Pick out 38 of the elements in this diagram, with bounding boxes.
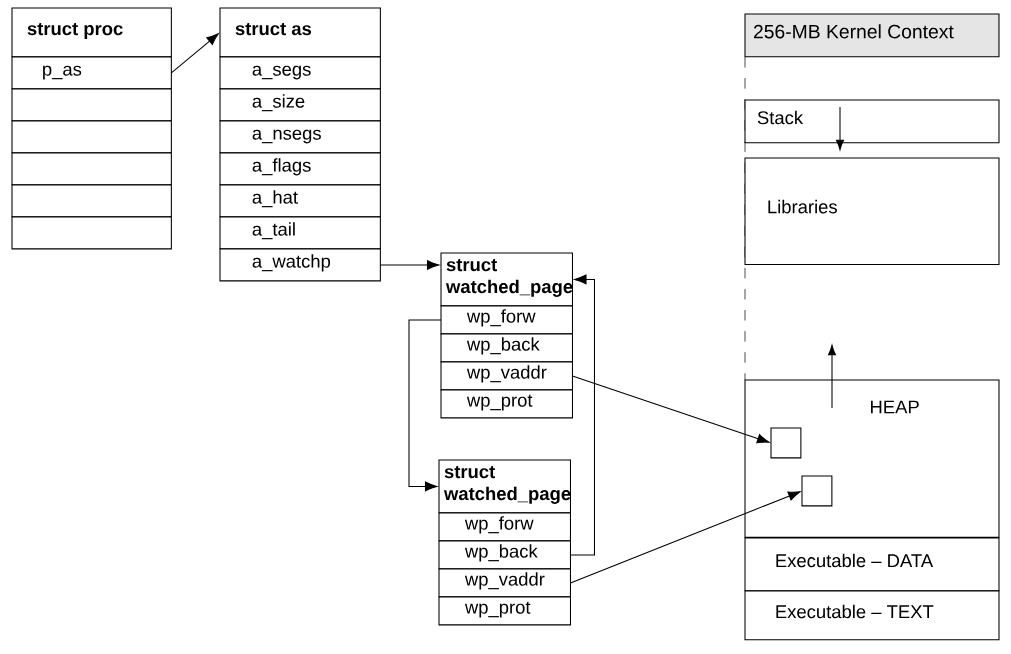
field-cell: a_size (219, 88, 381, 122)
field-cell: wp_forw (438, 512, 571, 542)
memory-region: Stack (744, 99, 1000, 144)
watched-page-box (770, 427, 802, 459)
field-cell: a_watchp (219, 248, 381, 282)
field-cell: wp_prot (440, 389, 573, 419)
watched-page-box (801, 475, 833, 507)
field-cell: a_tail (219, 216, 381, 250)
field-cell: wp_back (438, 540, 571, 570)
field-cell: wp_vaddr (438, 568, 571, 598)
field-cell: p_as (11, 56, 172, 90)
empty-cell (11, 152, 172, 186)
struct-header-cell: struct watched_page (440, 252, 573, 307)
empty-cell (11, 184, 172, 218)
memory-region: Executable – TEXT (744, 590, 1000, 641)
memory-region: 256-MB Kernel Context (744, 13, 1000, 58)
empty-cell (11, 88, 172, 122)
struct-header-cell: struct proc (11, 7, 172, 58)
field-cell: a_segs (219, 56, 381, 90)
arrow (408, 319, 442, 492)
field-cell: a_nsegs (219, 120, 381, 154)
arrow (571, 375, 770, 444)
empty-cell (11, 216, 172, 250)
field-cell: a_hat (219, 184, 381, 218)
empty-cell (11, 120, 172, 154)
arrow (569, 274, 595, 556)
field-cell: wp_forw (440, 305, 573, 335)
struct-header-cell: struct as (219, 7, 381, 58)
arrow (379, 260, 440, 270)
field-cell: wp_vaddr (440, 361, 573, 391)
field-cell: a_flags (219, 152, 381, 186)
field-cell: wp_back (440, 333, 573, 363)
arrow (569, 491, 801, 584)
arrow (170, 33, 219, 74)
memory-region: Executable – DATA (744, 537, 1000, 592)
field-cell: wp_prot (438, 596, 571, 626)
memory-region: Libraries (744, 157, 1000, 266)
struct-header-cell: struct watched_page (438, 459, 571, 514)
